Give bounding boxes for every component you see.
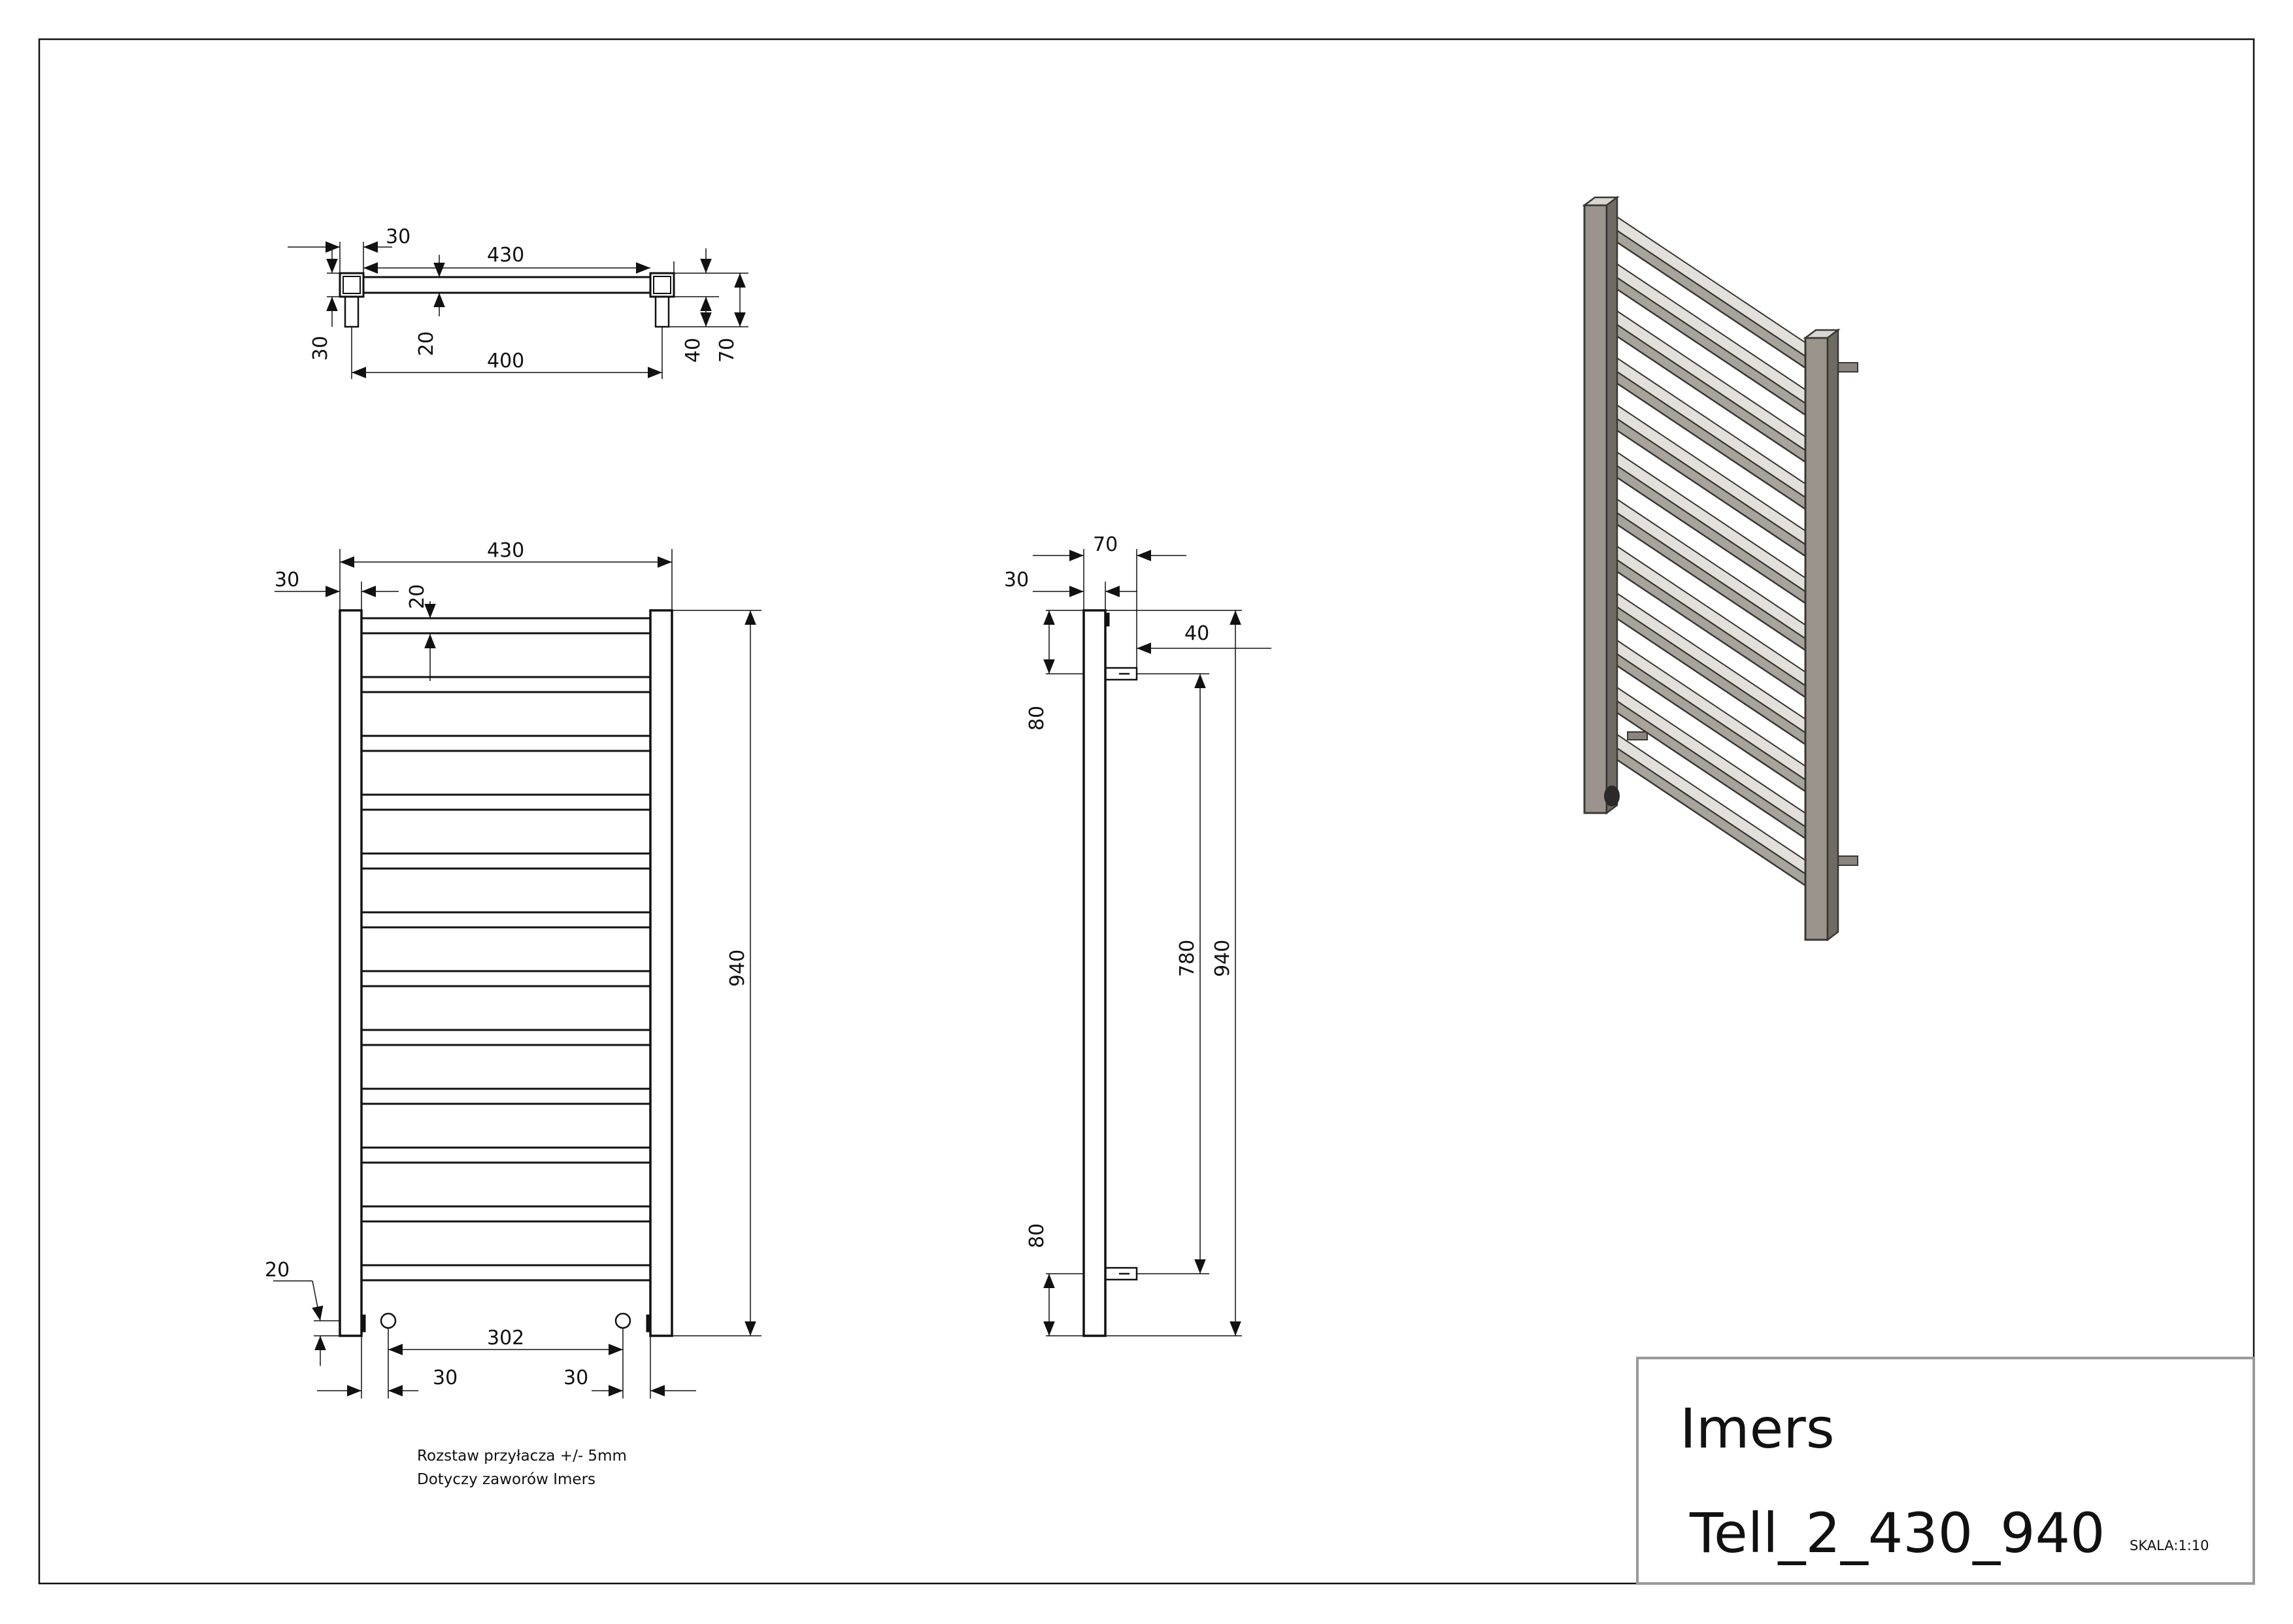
front-view-dim-30: 30 — [275, 569, 299, 591]
front-view-rail — [360, 793, 652, 811]
front-view-rail — [360, 1264, 652, 1282]
front-view-rail — [360, 852, 652, 870]
top-view-labels: 30 430 400 30 20 40 70 — [309, 225, 739, 373]
front-view-dim-302: 302 — [487, 1327, 524, 1350]
front-view-left-collector — [339, 609, 363, 1337]
front-view-dim-30-left: 30 — [433, 1367, 458, 1389]
top-view-left-connector — [344, 295, 360, 328]
top-view-dim-430: 430 — [487, 244, 524, 267]
top-view-dim-30: 30 — [386, 225, 410, 248]
side-view-dim-940: 940 — [1211, 940, 1234, 977]
front-view-rail — [360, 1029, 652, 1046]
company-name: Imers — [1680, 1397, 1835, 1461]
render-left-collector — [1583, 204, 1608, 814]
top-view — [288, 241, 748, 379]
front-view-labels: 430 30 20 940 20 302 30 30 — [265, 539, 749, 1389]
title-block: Imers Tell_2_430_940 SKALA:1:10 — [1636, 1357, 2255, 1585]
side-view-dim-80-bottom: 80 — [1026, 1223, 1048, 1248]
front-view-rails — [360, 617, 652, 1282]
top-view-dim-70: 70 — [716, 338, 739, 363]
notes: Rozstaw przyłacza +/- 5mm Dotyczy zaworó… — [417, 1448, 627, 1488]
front-view-rail — [360, 617, 652, 635]
isometric-render — [1582, 195, 1858, 942]
front-view-rail — [360, 970, 652, 987]
front-view-rail — [360, 676, 652, 693]
front-view-dim-940: 940 — [726, 950, 749, 987]
front-view-right-collector — [649, 609, 673, 1337]
front-view-rail — [360, 1146, 652, 1164]
side-view-dim-40: 40 — [1184, 622, 1209, 645]
front-view-dim-430: 430 — [487, 539, 524, 562]
drawing-scale: SKALA:1:10 — [2130, 1538, 2209, 1553]
side-view-dim-70: 70 — [1093, 533, 1118, 556]
front-view-dim-20-top: 20 — [406, 584, 429, 609]
front-view-rail — [360, 735, 652, 752]
front-view-dim-20-bottom: 20 — [265, 1259, 290, 1282]
front-view-dim-30-right: 30 — [563, 1367, 588, 1389]
front-view-left-valve — [380, 1312, 397, 1329]
note-connection-spacing: Rozstaw przyłacza +/- 5mm — [417, 1448, 627, 1465]
front-view — [273, 549, 762, 1399]
front-view-rail — [360, 1087, 652, 1105]
side-view-dim-80-top: 80 — [1026, 706, 1048, 731]
render-right-collector — [1804, 337, 1829, 941]
side-view-collector — [1082, 609, 1107, 1337]
top-view-rail — [362, 276, 652, 294]
top-view-right-connector — [654, 295, 670, 328]
side-view — [1033, 549, 1271, 1337]
top-view-dim-20: 20 — [415, 331, 438, 356]
top-view-dim-30-vertical: 30 — [309, 336, 332, 361]
front-view-rail — [360, 911, 652, 929]
sheet-border — [38, 38, 2255, 1585]
side-view-labels: 70 30 40 80 780 940 80 — [1004, 533, 1234, 1248]
side-view-dim-780: 780 — [1176, 940, 1199, 977]
front-view-right-valve — [614, 1312, 631, 1329]
front-view-rail — [360, 1205, 652, 1223]
top-view-dim-400: 400 — [487, 350, 524, 373]
render-rails — [1605, 216, 1817, 887]
top-view-dim-40: 40 — [682, 338, 705, 363]
side-view-dim-30: 30 — [1004, 569, 1029, 591]
note-valves: Dotyczy zaworów Imers — [417, 1471, 595, 1488]
model-name: Tell_2_430_940 — [1689, 1501, 2105, 1565]
title-block-frame — [1636, 1357, 2255, 1585]
